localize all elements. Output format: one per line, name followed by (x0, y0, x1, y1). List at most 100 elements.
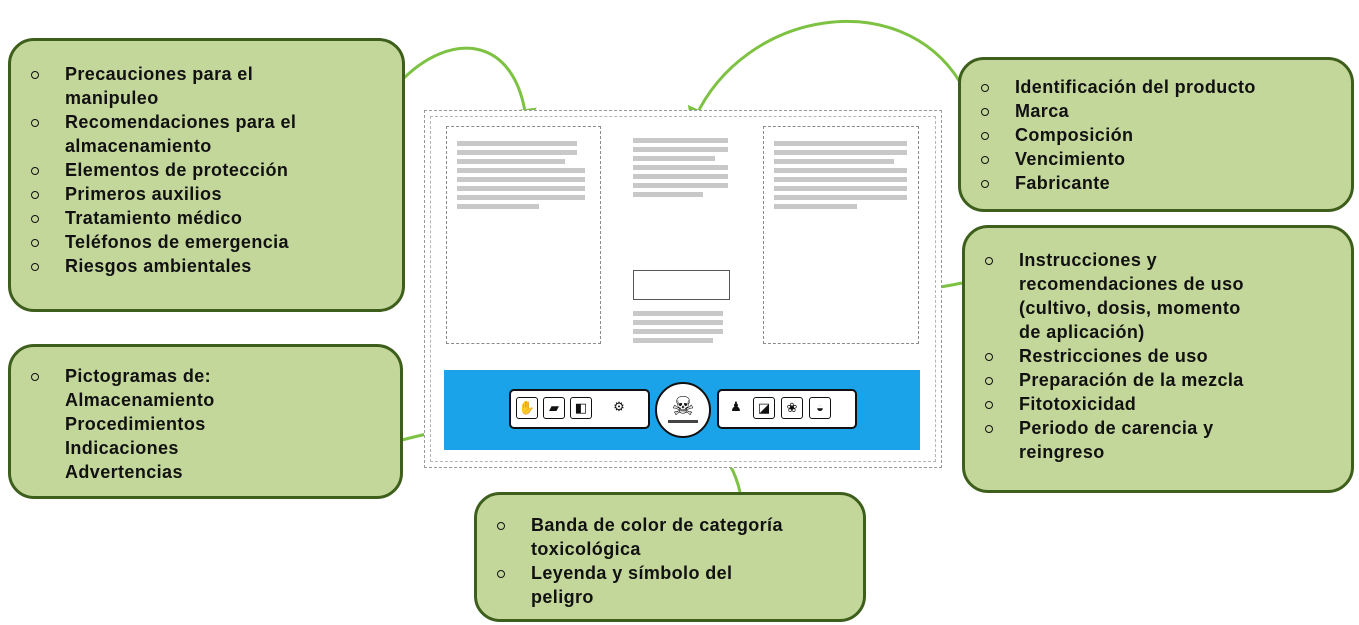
usage-instructions-list: Instrucciones y recomendaciones de uso (… (965, 248, 1351, 464)
list-item: Periodo de carencia y reingreso (965, 416, 1351, 464)
list-item-line: Precauciones para el (65, 64, 254, 84)
list-item: Riesgos ambientales (11, 254, 402, 278)
placeholder-line (457, 204, 539, 209)
list-item-line: Fitotoxicidad (1019, 394, 1137, 414)
placeholder-line (457, 177, 585, 182)
list-item-line: Identificación del producto (1015, 77, 1256, 97)
list-item-line: Banda de color de categoría (531, 515, 783, 535)
placeholder-line (633, 165, 728, 170)
placeholder-line (774, 168, 907, 173)
pictograms-list: Pictogramas de: (11, 364, 400, 388)
pictogram-group-left: ✋ ▰ ◧ ⚙ (509, 389, 650, 429)
wash-after-use-icon: ◪ (753, 397, 775, 419)
placeholder-line (633, 183, 728, 188)
list-item: Leyenda y símbolo del peligro (477, 561, 863, 609)
pictogram-type: Advertencias (65, 462, 183, 482)
placeholder-line (457, 159, 565, 164)
wear-suit-icon: ♟ (730, 399, 742, 414)
list-item: Vencimiento (961, 147, 1351, 171)
hazard-fish-icon: ◒ (809, 397, 831, 419)
placeholder-line (633, 329, 723, 334)
list-item-line: Primeros auxilios (65, 184, 222, 204)
placeholder-line (633, 156, 715, 161)
product-identification-list: Identificación del producto Marca Compos… (961, 75, 1351, 195)
list-item-line: Riesgos ambientales (65, 256, 252, 276)
spray-icon: ⚙ (613, 399, 625, 414)
label-center-text (633, 138, 733, 218)
list-item-line: Composición (1015, 125, 1134, 145)
list-item-line: reingreso (1019, 442, 1105, 462)
placeholder-line (774, 204, 857, 209)
label-left-panel (446, 126, 601, 344)
arrow-to-center-panel (687, 20, 962, 127)
hazard-animals-icon: ❀ (781, 397, 803, 419)
list-item: Banda de color de categoría toxicológica (477, 513, 863, 561)
list-item-line: peligro (531, 587, 594, 607)
placeholder-line (457, 150, 577, 155)
wear-protection-icon: ◧ (570, 397, 592, 419)
list-item: Composición (961, 123, 1351, 147)
label-sheet-inner-border (430, 116, 936, 462)
list-item-line: Teléfonos de emergencia (65, 232, 289, 252)
callout-product-identification: Identificación del producto Marca Compos… (958, 57, 1354, 212)
list-item-line: Elementos de protección (65, 160, 289, 180)
list-item: Precauciones para el manipuleo (11, 62, 402, 110)
list-item-line: Instrucciones y (1019, 250, 1158, 270)
list-item: Teléfonos de emergencia (11, 230, 402, 254)
placeholder-line (774, 159, 894, 164)
pictogram-type: Almacenamiento (65, 390, 215, 410)
store-locked-icon: ✋ (516, 397, 538, 419)
list-item-line: Marca (1015, 101, 1070, 121)
list-item: Elementos de protección (11, 158, 402, 182)
list-item-line: Tratamiento médico (65, 208, 243, 228)
placeholder-line (457, 195, 585, 200)
callout-usage-instructions: Instrucciones y recomendaciones de uso (… (962, 225, 1354, 493)
placeholder-line (774, 141, 907, 146)
placeholder-line (633, 338, 713, 343)
list-item-line: (cultivo, dosis, momento (1019, 298, 1241, 318)
label-center-lower-text (633, 311, 733, 343)
list-item: Restricciones de uso (965, 344, 1351, 368)
list-item: Fabricante (961, 171, 1351, 195)
placeholder-line (633, 174, 728, 179)
placeholder-line (774, 177, 907, 182)
list-item: Identificación del producto (961, 75, 1351, 99)
list-item-line: Fabricante (1015, 173, 1111, 193)
placeholder-line (774, 150, 907, 155)
pictogram-group-right: ♟ ◪ ❀ ◒ (717, 389, 857, 429)
placeholder-line (774, 186, 907, 191)
list-item: Fitotoxicidad (965, 392, 1351, 416)
list-item: Recomendaciones para el almacenamiento (11, 110, 402, 158)
handling-info-list: Precauciones para el manipuleo Recomenda… (11, 62, 402, 278)
danger-legend (668, 420, 698, 423)
placeholder-line (633, 138, 728, 143)
list-item: Marca (961, 99, 1351, 123)
callout-handling-info: Precauciones para el manipuleo Recomenda… (8, 38, 405, 312)
placeholder-line (774, 195, 907, 200)
list-item-line: Pictogramas de: (65, 366, 212, 386)
callout-pictograms: Pictogramas de: Almacenamiento Procedimi… (8, 344, 403, 499)
label-center-blank-box (633, 270, 730, 300)
list-item-line: manipuleo (65, 88, 159, 108)
label-right-panel (763, 126, 919, 344)
placeholder-line (633, 311, 723, 316)
pictogram-type: Procedimientos (65, 414, 206, 434)
danger-symbol: ☠ (655, 382, 711, 438)
placeholder-line (457, 141, 577, 146)
list-item-line: Preparación de la mezcla (1019, 370, 1244, 390)
list-item: Tratamiento médico (11, 206, 402, 230)
pictogram-type: Indicaciones (65, 438, 179, 458)
list-item-line: toxicológica (531, 539, 641, 559)
list-item-line: Recomendaciones para el (65, 112, 297, 132)
skull-crossbones-icon: ☠ (671, 391, 695, 421)
list-item-line: almacenamiento (65, 136, 212, 156)
placeholder-line (633, 320, 723, 325)
toxicological-band-list: Banda de color de categoría toxicológica… (477, 513, 863, 609)
list-item-line: recomendaciones de uso (1019, 274, 1244, 294)
list-item-line: Vencimiento (1015, 149, 1126, 169)
handle-product-icon: ▰ (543, 397, 565, 419)
placeholder-line (633, 147, 728, 152)
arrow-to-left-panel (398, 46, 537, 127)
list-item-line: Periodo de carencia y (1019, 418, 1214, 438)
list-item-line: de aplicación) (1019, 322, 1145, 342)
